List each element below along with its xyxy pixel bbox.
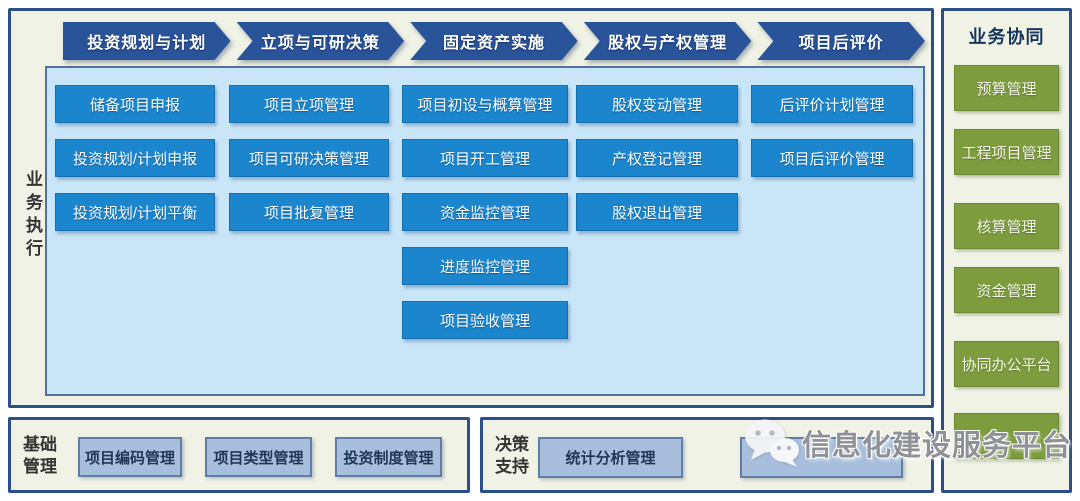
collaboration-module-button: 核算管理	[954, 203, 1059, 249]
foundation-module-button: 项目编码管理	[78, 437, 182, 477]
module-button: 产权登记管理	[576, 139, 738, 177]
decision-module-button	[740, 437, 903, 478]
module-button: 项目批复管理	[229, 193, 389, 231]
process-arrow-band: 投资规划与计划 立项与可研决策 固定资产实施	[63, 22, 925, 60]
foundation-module-button: 项目类型管理	[205, 437, 312, 477]
module-button: 项目验收管理	[402, 301, 568, 339]
foundation-module-button: 投资制度管理	[335, 437, 442, 477]
foundation-panel: 基础管理 项目编码管理项目类型管理投资制度管理	[8, 417, 470, 493]
module-button: 项目开工管理	[402, 139, 568, 177]
decision-module-button: 统计分析管理	[538, 437, 683, 478]
process-arrow-shape: 股权与产权管理	[584, 22, 752, 60]
collaboration-module-button	[954, 413, 1059, 459]
module-button: 进度监控管理	[402, 247, 568, 285]
process-column-equity: 股权变动管理产权登记管理股权退出管理	[576, 68, 738, 231]
business-collaboration-title: 业务协同	[968, 27, 1045, 47]
module-button: 投资规划/计划平衡	[55, 193, 215, 231]
module-button: 后评价计划管理	[751, 85, 913, 123]
process-arrow: 固定资产实施	[410, 22, 578, 60]
decision-support-panel: 决策支持 统计分析管理	[480, 417, 934, 493]
collaboration-module-button: 工程项目管理	[954, 129, 1059, 175]
process-arrow-label: 固定资产实施	[442, 35, 545, 52]
business-execution-label: 业务执行	[23, 170, 42, 262]
module-button: 股权变动管理	[576, 85, 738, 123]
process-column-implementation: 项目初设与概算管理项目开工管理资金监控管理进度监控管理项目验收管理	[402, 68, 568, 339]
process-arrow-label: 投资规划与计划	[87, 35, 207, 52]
process-arrow-label: 项目后评价	[798, 35, 884, 52]
collaboration-list: 预算管理工程项目管理核算管理资金管理协同办公平台	[944, 11, 1069, 490]
module-button: 投资规划/计划申报	[55, 139, 215, 177]
foundation-list: 项目编码管理项目类型管理投资制度管理	[78, 437, 442, 477]
collaboration-module-button: 资金管理	[954, 267, 1059, 313]
module-button: 股权退出管理	[576, 193, 738, 231]
process-column-post-evaluation: 后评价计划管理项目后评价管理	[751, 68, 913, 177]
process-arrow: 项目后评价	[757, 22, 925, 60]
process-arrow-shape: 项目后评价	[757, 22, 925, 60]
process-arrow-shape: 投资规划与计划	[63, 22, 231, 60]
business-execution-panel: 投资规划与计划 立项与可研决策 固定资产实施	[8, 8, 934, 408]
process-column-approval: 项目立项管理项目可研决策管理项目批复管理	[229, 68, 389, 231]
module-button: 资金监控管理	[402, 193, 568, 231]
foundation-label: 基础管理	[23, 435, 57, 477]
process-arrow-shape: 立项与可研决策	[237, 22, 405, 60]
process-arrow: 股权与产权管理	[584, 22, 752, 60]
module-button: 项目可研决策管理	[229, 139, 389, 177]
collaboration-module-button: 预算管理	[954, 65, 1059, 111]
process-arrow-label: 股权与产权管理	[608, 35, 728, 52]
decision-support-label: 决策支持	[495, 435, 529, 477]
process-arrow: 立项与可研决策	[237, 22, 405, 60]
module-button: 项目后评价管理	[751, 139, 913, 177]
execution-board: 储备项目申报投资规划/计划申报投资规划/计划平衡 项目立项管理项目可研决策管理项…	[45, 66, 925, 396]
module-button: 储备项目申报	[55, 85, 215, 123]
process-column-planning: 储备项目申报投资规划/计划申报投资规划/计划平衡	[55, 68, 215, 231]
process-arrow: 投资规划与计划	[63, 22, 231, 60]
process-arrow-shape: 固定资产实施	[410, 22, 578, 60]
module-button: 项目初设与概算管理	[402, 85, 568, 123]
business-collaboration-panel: 业务协同 预算管理工程项目管理核算管理资金管理协同办公平台	[941, 8, 1072, 493]
module-button: 项目立项管理	[229, 85, 389, 123]
collaboration-module-button: 协同办公平台	[954, 341, 1059, 387]
process-arrow-label: 立项与可研决策	[260, 35, 380, 52]
decision-support-list: 统计分析管理	[483, 420, 931, 490]
